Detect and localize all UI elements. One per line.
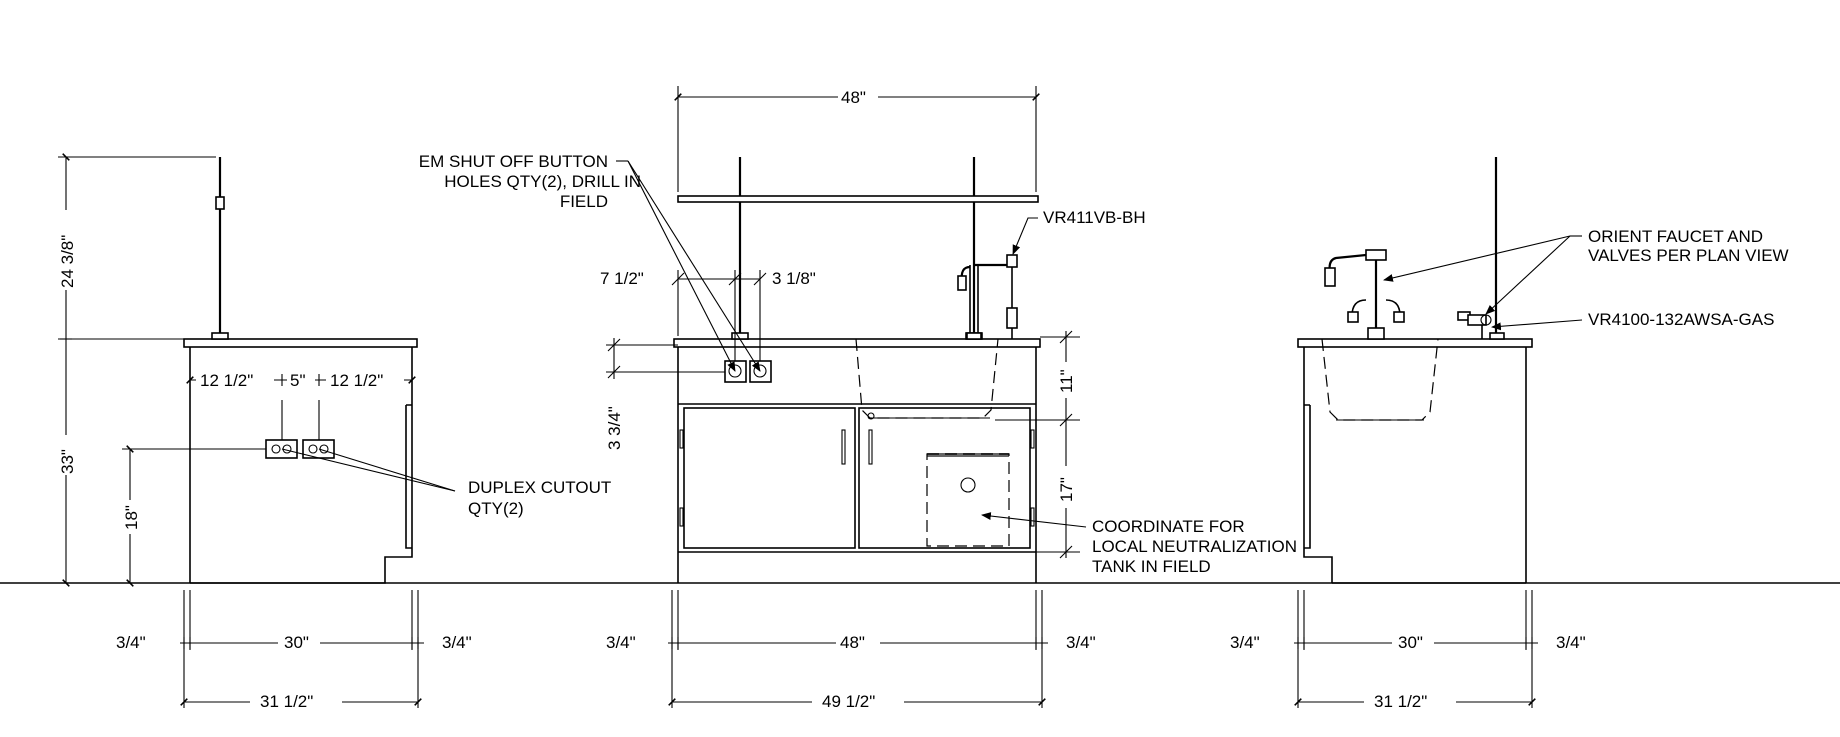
dim-left-bottom-a: 3/4" — [116, 633, 146, 652]
note-em-line1: EM SHUT OFF BUTTON — [419, 152, 608, 171]
dim-left-outlet-a: 12 1/2" — [200, 371, 253, 390]
dim-center-sink-depth: 11" — [1057, 369, 1076, 393]
dim-center-button-spacing: 3 1/8" — [772, 269, 816, 288]
note-neutralization-line1: COORDINATE FOR — [1092, 517, 1245, 536]
dim-right-bottom-c: 3/4" — [1556, 633, 1586, 652]
faucet-orient — [1324, 249, 1405, 340]
note-orient-line2: VALVES PER PLAN VIEW — [1588, 246, 1789, 265]
dim-center-top-width: 48" — [841, 88, 866, 107]
note-duplex-line1: DUPLEX CUTOUT — [468, 478, 611, 497]
dim-left-bottom-c: 3/4" — [442, 633, 472, 652]
note-em-line2: HOLES QTY(2), DRILL IN — [444, 172, 641, 191]
duplex-cutout-left — [265, 439, 298, 459]
left-elevation: 12 1/2" 5" 12 1/2" 24 3/8" 33" 18" 3/4" … — [56, 153, 611, 712]
dim-left-base-height: 33" — [58, 449, 77, 474]
note-orient-line1: ORIENT FAUCET AND — [1588, 227, 1763, 246]
dim-left-rod-height: 24 3/8" — [58, 235, 77, 288]
dim-center-button-drop: 3 3/4" — [605, 406, 624, 450]
dim-center-cabinet-height: 17" — [1057, 477, 1076, 502]
dim-left-outlet-b: 5" — [290, 371, 306, 390]
note-vr411: VR411VB-BH — [1043, 208, 1146, 227]
dim-left-outlet-height: 18" — [122, 505, 141, 530]
note-vr4100: VR4100-132AWSA-GAS — [1588, 310, 1774, 329]
dim-right-bottom-b: 30" — [1398, 633, 1423, 652]
dim-center-bottom-total: 49 1/2" — [822, 692, 875, 711]
dim-center-button-left: 7 1/2" — [600, 269, 644, 288]
dim-left-outlet-c: 12 1/2" — [330, 371, 383, 390]
note-em-line3: FIELD — [560, 192, 608, 211]
center-elevation: 48" 7 1/2" 3 1/8" 3 3/4" 11" 17" — [419, 86, 1297, 712]
dim-center-bottom-b: 48" — [840, 633, 865, 652]
note-neutralization-line2: LOCAL NEUTRALIZATION — [1092, 537, 1297, 556]
dim-right-bottom-a: 3/4" — [1230, 633, 1260, 652]
dim-right-bottom-total: 31 1/2" — [1374, 692, 1427, 711]
faucet-vr411 — [957, 254, 1018, 340]
dim-center-bottom-c: 3/4" — [1066, 633, 1096, 652]
dim-left-bottom-b: 30" — [284, 633, 309, 652]
gas-valve-vr4100 — [1457, 311, 1492, 339]
note-duplex-line2: QTY(2) — [468, 499, 524, 518]
dim-center-bottom-a: 3/4" — [606, 633, 636, 652]
note-neutralization-line3: TANK IN FIELD — [1092, 557, 1211, 576]
dim-left-bottom-total: 31 1/2" — [260, 692, 313, 711]
right-elevation: ORIENT FAUCET AND VALVES PER PLAN VIEW V… — [1228, 157, 1789, 712]
